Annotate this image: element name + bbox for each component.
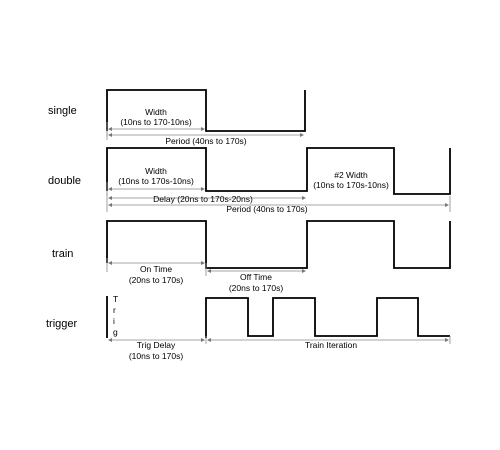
double-period-arrow-left xyxy=(108,203,112,207)
train-off-time-arrow-left xyxy=(207,269,211,273)
train-on-time-arrow-left xyxy=(108,261,112,265)
row-single: single Width (10ns to 170-10ns) Period (… xyxy=(48,89,306,146)
double-width-arrow-left xyxy=(108,187,112,191)
trig-delay-arrow-right xyxy=(201,338,205,342)
single-waveform xyxy=(106,89,306,132)
row-trigger: trigger T r i g Trig Delay (10ns to 170s… xyxy=(46,294,451,361)
trig-letter-r: r xyxy=(113,305,116,315)
double-delay-arrow-right xyxy=(302,196,306,200)
double-delay-label: Delay (20ns to 170s-20ns) xyxy=(153,194,253,204)
single-width-label: Width xyxy=(145,107,167,117)
double-waveform xyxy=(106,147,451,195)
trig-letter-g: g xyxy=(113,327,118,337)
train-iteration-arrow-right xyxy=(445,338,449,342)
row-label-double: double xyxy=(48,175,81,187)
double-period-label: Period (40ns to 170s) xyxy=(226,204,307,214)
train-off-time-label: Off Time xyxy=(240,272,272,282)
row-label-train: train xyxy=(52,248,73,260)
double-second-width-label: #2 Width xyxy=(334,170,368,180)
row-label-trigger: trigger xyxy=(46,318,78,330)
trig-delay-range: (10ns to 170s) xyxy=(129,351,184,361)
train-off-time-range: (20ns to 170s) xyxy=(229,283,284,293)
single-width-arrow-left xyxy=(108,127,112,131)
row-label-single: single xyxy=(48,105,77,117)
train-off-time-arrow-right xyxy=(302,269,306,273)
trig-letter-t: T xyxy=(113,294,118,304)
row-train: train On Time (20ns to 170s) Off Time (2… xyxy=(52,220,451,293)
train-iteration-arrow-left xyxy=(207,338,211,342)
double-second-width-range: (10ns to 170s-10ns) xyxy=(313,180,389,190)
train-waveform xyxy=(106,220,451,269)
trigger-train-waveform xyxy=(205,297,450,338)
trig-letter-i: i xyxy=(113,316,115,326)
train-on-time-range: (20ns to 170s) xyxy=(129,275,184,285)
row-double: double Width (10ns to 170s-10ns) #2 Widt… xyxy=(48,147,451,214)
double-width-label: Width xyxy=(145,166,167,176)
double-delay-arrow-left xyxy=(108,196,112,200)
single-width-arrow-right xyxy=(201,127,205,131)
double-period-arrow-right xyxy=(445,203,449,207)
trig-delay-label: Trig Delay xyxy=(137,340,176,350)
train-iteration-label: Train Iteration xyxy=(305,340,357,350)
trig-delay-arrow-left xyxy=(108,338,112,342)
single-period-arrow-left xyxy=(108,133,112,137)
single-period-label: Period (40ns to 170s) xyxy=(165,136,246,146)
double-width-range: (10ns to 170s-10ns) xyxy=(118,176,194,186)
train-on-time-arrow-right xyxy=(201,261,205,265)
double-width-arrow-right xyxy=(201,187,205,191)
single-period-arrow-right xyxy=(300,133,304,137)
single-width-range: (10ns to 170-10ns) xyxy=(120,117,192,127)
train-on-time-label: On Time xyxy=(140,264,172,274)
